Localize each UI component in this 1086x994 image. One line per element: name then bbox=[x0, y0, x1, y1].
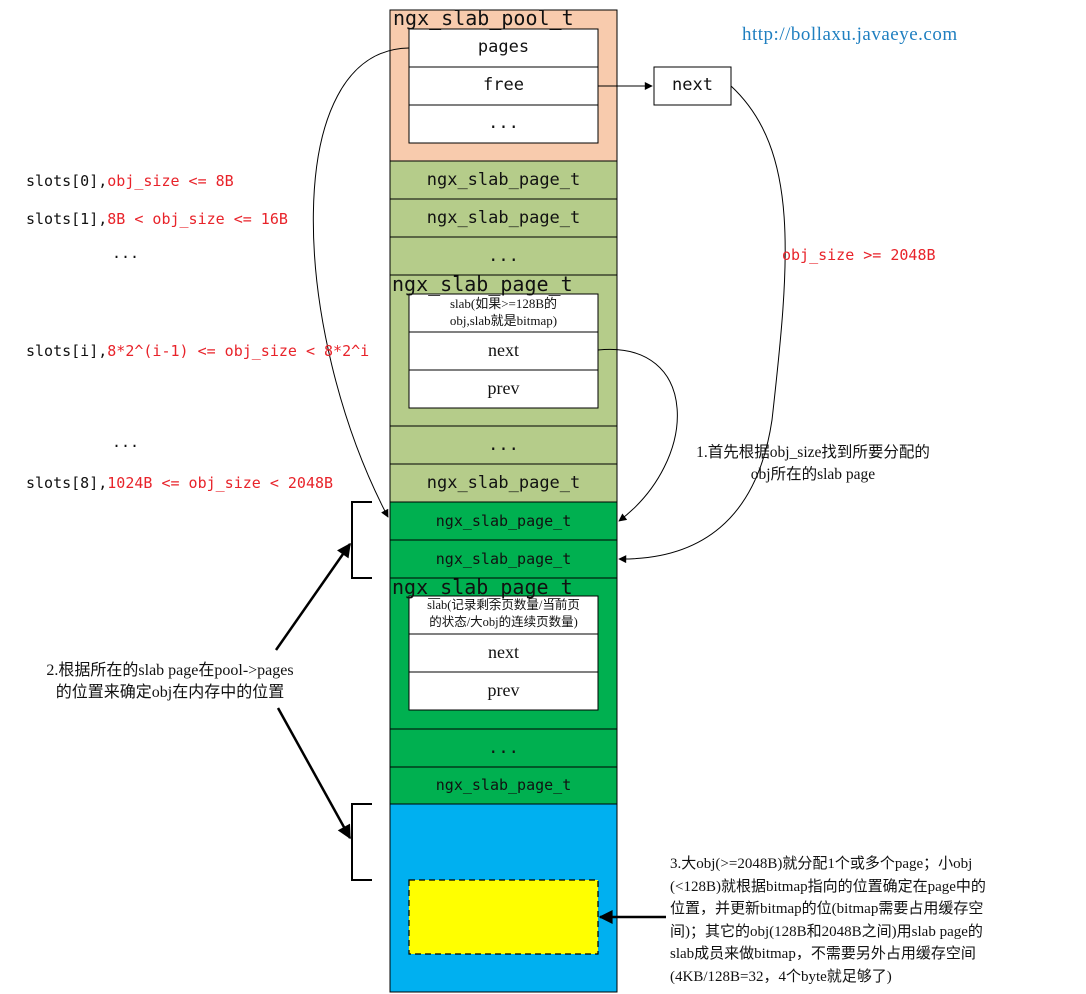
pool-page-row-1-label: ngx_slab_page_t bbox=[435, 512, 572, 530]
slots-page-next-box bbox=[408, 331, 599, 371]
slot-i-prefix: slots[i], bbox=[26, 342, 108, 360]
step1-line-1: 1.首先根据obj_size找到所要分配的 bbox=[696, 444, 930, 461]
pool-field-free: free bbox=[483, 75, 524, 95]
pool-field-free-box bbox=[408, 66, 599, 106]
step1-line-2: obj所在的slab page bbox=[750, 466, 876, 483]
pool-page-prev-box bbox=[408, 671, 599, 711]
step1-note: 1.首先根据obj_size找到所要分配的 obj所在的slab page bbox=[648, 442, 978, 486]
step3-line-1: 3.大obj(>=2048B)就分配1个或多个page；小obj bbox=[670, 856, 973, 872]
slots-page-row-3 bbox=[389, 236, 618, 276]
step3-line-5: slab成员来做bitmap，不需要另外占用缓存空间 bbox=[670, 946, 976, 962]
pool-page-next-label: next bbox=[488, 642, 519, 662]
pool-field-pages: pages bbox=[477, 37, 530, 57]
slots-page-next-label: next bbox=[488, 340, 519, 360]
slots-page-row-1 bbox=[389, 160, 618, 200]
step2-arrow-down bbox=[276, 707, 352, 840]
pool-field-etc: ... bbox=[488, 113, 519, 133]
slot-0-label: slots[0],obj_size <= 8B bbox=[26, 172, 234, 190]
slot-1-condition: 8B < obj_size <= 16B bbox=[107, 210, 288, 228]
slots-page-row-3-label: ... bbox=[488, 246, 519, 266]
step2-note: 2.根据所在的slab page在pool->pages 的位置来确定obj在内… bbox=[0, 660, 340, 704]
free-next-label: next bbox=[672, 75, 713, 95]
free-next-node bbox=[653, 66, 732, 106]
allocated-obj bbox=[408, 879, 599, 955]
pool-page-slab-line-1: slab(记录剩余页数量/当前页 bbox=[427, 598, 580, 612]
page-bracket-bottom bbox=[351, 803, 372, 881]
slots-page-slab-label: slab(如果>=128B的 obj,slab就是bitmap) bbox=[409, 295, 598, 329]
slots-page-prev-label: prev bbox=[487, 378, 520, 398]
slots-page-row-after-label: ... bbox=[488, 435, 519, 455]
pool-struct-title: ngx_slab_pool_t bbox=[393, 6, 574, 30]
slots-page-prev-box bbox=[408, 369, 599, 409]
pool-page-row-1 bbox=[389, 501, 618, 541]
pool-page-row-last-label: ngx_slab_page_t bbox=[435, 776, 572, 794]
slot-0-condition: obj_size <= 8B bbox=[107, 172, 234, 190]
slots-page-slab-box bbox=[408, 293, 599, 333]
large-obj-arrow bbox=[618, 85, 786, 564]
page-bracket-top bbox=[351, 501, 372, 579]
pool-page-detail-title: ngx_slab_page_t bbox=[392, 575, 573, 599]
slots-page-row-1-label: ngx_slab_page_t bbox=[426, 170, 581, 190]
source-url: http://bollaxu.javaeye.com bbox=[742, 24, 958, 45]
pool-page-slab-line-2: 的状态/大obj的连续页数量) bbox=[429, 615, 578, 629]
slot-i-label: slots[i],8*2^(i-1) <= obj_size < 8*2^i bbox=[26, 342, 369, 360]
slots-page-row-last bbox=[389, 463, 618, 503]
pool-field-pages-box bbox=[408, 28, 599, 68]
pool-page-row-2 bbox=[389, 539, 618, 579]
step3-line-4: 间)；其它的obj(128B和2048B之间)用slab page的 bbox=[670, 923, 983, 940]
pool-page-slab-label: slab(记录剩余页数量/当前页 的状态/大obj的连续页数量) bbox=[409, 597, 598, 631]
pool-page-row-last bbox=[389, 766, 618, 805]
slots-page-row-2-label: ngx_slab_page_t bbox=[426, 208, 581, 228]
slot-next-arrow bbox=[597, 349, 678, 522]
slot-ellipsis-a: ... bbox=[112, 244, 140, 262]
slot-8-condition: 1024B <= obj_size < 2048B bbox=[107, 474, 334, 492]
slot-1-prefix: slots[1], bbox=[26, 210, 108, 228]
slot-i-condition: 8*2^(i-1) <= obj_size < 8*2^i bbox=[107, 342, 370, 360]
pool-field-etc-box bbox=[408, 104, 599, 144]
slots-page-slab-line-1: slab(如果>=128B的 bbox=[449, 296, 558, 311]
step3-note: 3.大obj(>=2048B)就分配1个或多个page；小obj (<128B)… bbox=[670, 853, 986, 988]
step2-line-2: 的位置来确定obj在内存中的位置 bbox=[55, 684, 285, 701]
pages-pointer-arrow bbox=[312, 47, 410, 518]
step3-line-2: (<128B)就根据bitmap指向的位置确定在page中的 bbox=[670, 878, 986, 895]
step2-line-1: 2.根据所在的slab page在pool->pages bbox=[46, 662, 294, 679]
pool-page-next-box bbox=[408, 633, 599, 673]
slot-1-label: slots[1],8B < obj_size <= 16B bbox=[26, 210, 288, 228]
pool-page-row-after bbox=[389, 728, 618, 768]
large-obj-condition: obj_size >= 2048B bbox=[782, 246, 936, 264]
step3-line-6: (4KB/128B=32，4个byte就足够了) bbox=[670, 968, 892, 985]
slots-page-detail-title: ngx_slab_page_t bbox=[392, 272, 573, 296]
pool-page-prev-label: prev bbox=[487, 680, 520, 700]
pool-page-row-after-label: ... bbox=[488, 738, 519, 758]
slots-page-slab-line-2: obj,slab就是bitmap) bbox=[449, 313, 558, 328]
slot-ellipsis-b: ... bbox=[112, 433, 140, 451]
slot-8-prefix: slots[8], bbox=[26, 474, 108, 492]
slots-page-row-last-label: ngx_slab_page_t bbox=[426, 473, 581, 493]
slot-8-label: slots[8],1024B <= obj_size < 2048B bbox=[26, 474, 333, 492]
pool-page-row-2-label: ngx_slab_page_t bbox=[435, 550, 572, 568]
step3-line-3: 位置，并更新bitmap的位(bitmap需要占用缓存空 bbox=[670, 901, 984, 917]
pool-page-slab-box bbox=[408, 595, 599, 635]
step2-arrow-up bbox=[274, 542, 352, 651]
slot-0-prefix: slots[0], bbox=[26, 172, 108, 190]
